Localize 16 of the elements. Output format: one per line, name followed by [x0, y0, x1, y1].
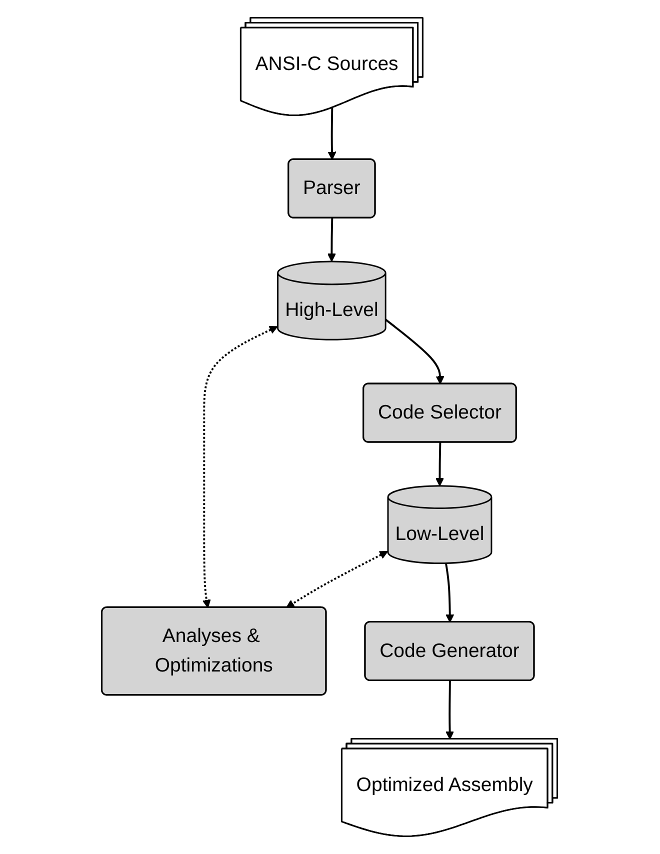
- process-box: Parser: [288, 158, 376, 218]
- arrow: [385, 318, 445, 384]
- arrow: [445, 563, 455, 623]
- document-stack: Optimized Assembly: [341, 738, 558, 837]
- process-box: Code Generator: [364, 621, 536, 681]
- document-stack: ANSI-C Sources: [240, 17, 424, 116]
- database-cylinder: High-Level: [278, 260, 387, 340]
- arrow: [328, 108, 337, 160]
- arrow: [328, 218, 336, 262]
- process-box: Analyses & Optimizations: [102, 606, 328, 696]
- arrow: [286, 551, 388, 608]
- arrow: [446, 680, 455, 740]
- database-cylinder: Low-Level: [388, 485, 493, 564]
- arrow: [202, 326, 278, 608]
- arrow: [436, 442, 444, 486]
- process-box: Code Selector: [363, 382, 518, 443]
